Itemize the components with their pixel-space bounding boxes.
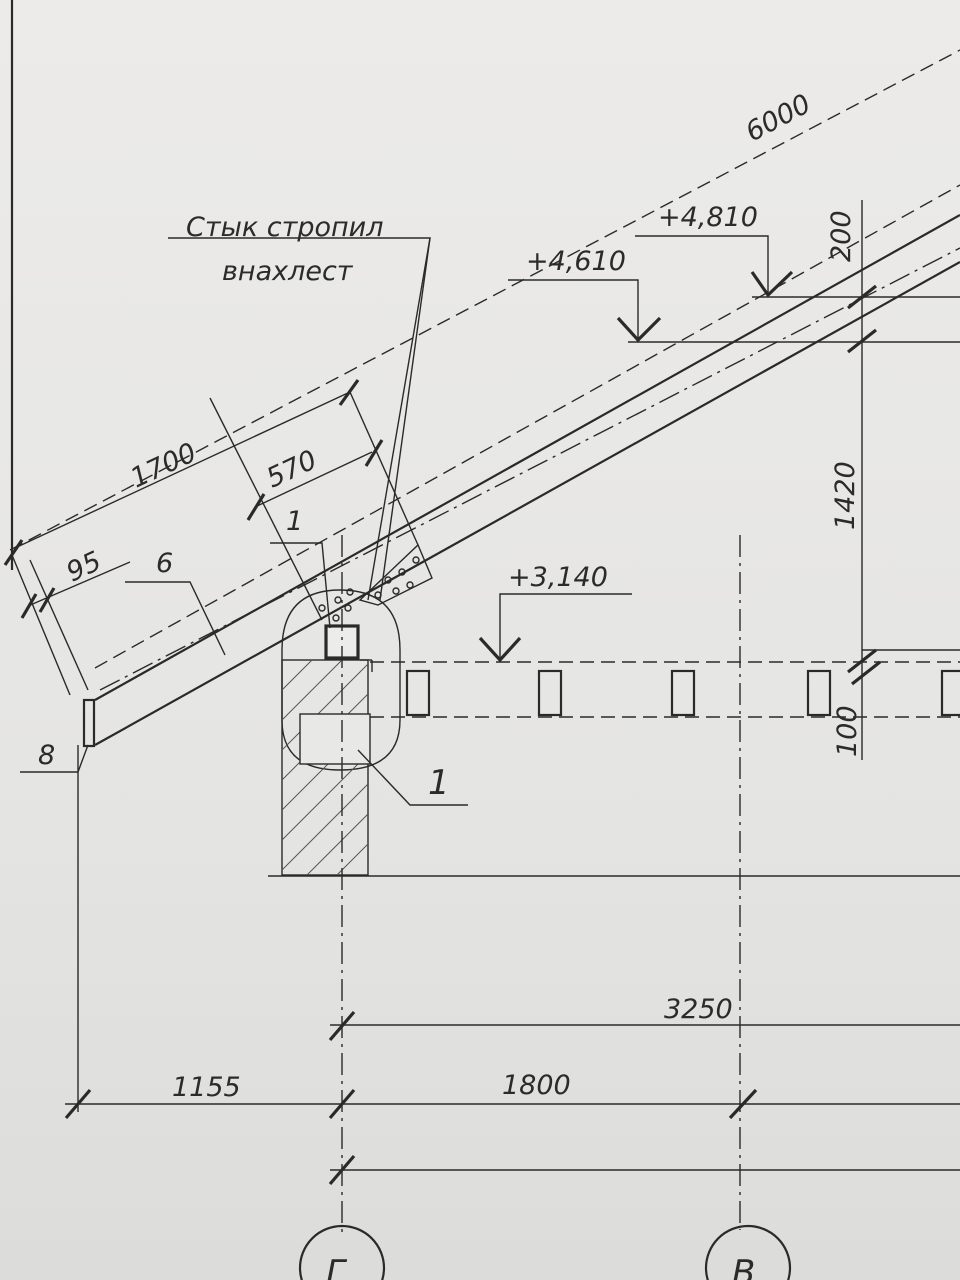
callout-1-top-leader [270,542,331,629]
level-mark-4610-leader [508,279,639,340]
level-label-3140: +3,140 [508,562,608,593]
note-leader-2 [379,237,431,601]
joist-5 [940,669,960,717]
axis-bubble-v [704,1224,792,1280]
dim95-ext-1 [11,554,71,696]
dim570-tick-right [364,439,384,467]
dim-label-1700: 1700 [126,437,201,494]
dim1700-tick-left [3,539,24,566]
dim1700-tick-right [338,379,360,406]
dim570-ext [349,391,419,546]
level-label-4810: +4,810 [658,202,758,233]
dim-label-1155: 1155 [172,1072,241,1103]
note-text-line2: внахлест [222,256,354,287]
rafter-centerline [99,247,960,691]
rafter-axis-dashed [94,184,960,669]
vdim-tick-2 [851,660,881,686]
dimension-line-6000 [9,49,960,551]
callout-1-big-leader [357,749,468,806]
dim1800-tick-v [728,1088,758,1120]
joist-2 [537,669,563,717]
axis-label-g: Г [326,1253,348,1280]
node-outline [281,589,401,771]
dim-label-100: 100 [832,705,863,757]
dim1155-tick-left [64,1088,92,1120]
overlap-zone [358,543,433,606]
note-text-line1: Стык стропил [186,212,383,243]
callout-1-top: 1 [286,506,303,537]
rafter-top-edge [94,214,960,701]
dimension-line-95 [27,561,131,607]
dim1155-tick-g [328,1088,356,1120]
beam-block [299,713,371,765]
callout-8: 8 [38,740,55,771]
dim-label-6000: 6000 [741,89,816,149]
vdim-tick-662 [847,648,877,674]
dim-label-1800: 1800 [502,1070,571,1101]
axis-bubble-g [298,1224,386,1280]
level-mark-3140-arrow [478,636,522,663]
callout-6: 6 [156,548,173,579]
dim95-ext-2 [29,559,89,691]
joist-3 [670,669,696,717]
dim-label-570: 570 [262,444,322,494]
dimension-line-570 [254,451,373,508]
wall-hatch [281,659,369,876]
level-label-4610: +4,610 [526,246,626,277]
joist-4 [806,669,832,717]
level-mark-3140-leader [499,593,632,660]
vdim-tick-297 [847,284,877,310]
dim570-tick-left [246,493,266,521]
level-mark-4610-arrow [616,316,662,343]
end-board [82,698,96,748]
callout-1-big: 1 [428,763,450,803]
joist-1 [405,669,431,717]
dim-label-1420: 1420 [830,461,861,530]
vdim-tick-342 [847,328,877,354]
dim1700-ext [209,397,323,621]
dim-label-95: 95 [62,546,106,589]
dim95-tick-1 [20,593,38,619]
dimension-line-1700 [14,391,351,549]
axis-label-v: В [732,1253,755,1280]
dimoverall-tick [328,1154,356,1186]
wall-column [281,659,369,876]
callout-6-leader [125,581,226,656]
level-mark-4810-leader [635,235,769,295]
dim-label-3250: 3250 [664,994,733,1025]
dim95-tick-2 [38,587,56,613]
level-mark-4810-arrow [750,270,794,298]
dim3250-tick [328,1010,356,1042]
dim-label-200: 200 [826,210,857,262]
note-leader [168,237,431,601]
